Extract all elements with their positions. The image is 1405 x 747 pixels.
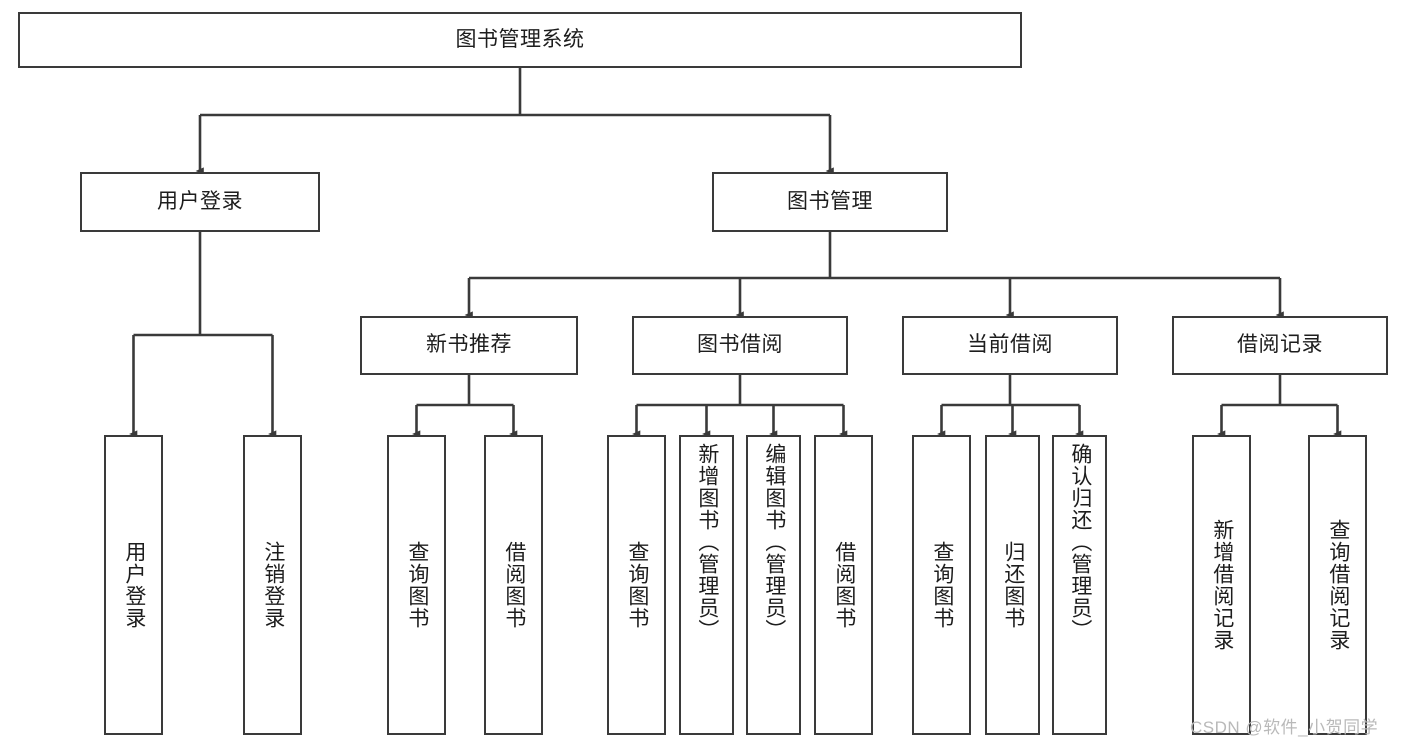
node-label: 新增图书（管理员） [695, 443, 719, 641]
node-label: 查询借阅记录 [1326, 519, 1350, 651]
node-label: 借阅记录 [1237, 333, 1323, 357]
node-leaf-query-book-1[interactable]: 查询图书 [387, 435, 446, 735]
node-root[interactable]: 图书管理系统 [18, 12, 1022, 68]
node-leaf-borrow-book-2[interactable]: 借阅图书 [814, 435, 873, 735]
node-label: 图书管理系统 [455, 27, 585, 51]
node-leaf-edit-book[interactable]: 编辑图书（管理员） [746, 435, 801, 735]
watermark: CSDN @软件_小贺同学 [1190, 718, 1379, 737]
node-label: 确认归还（管理员） [1068, 443, 1092, 641]
node-leaf-borrow-book-1[interactable]: 借阅图书 [484, 435, 543, 735]
node-leaf-query-book-3[interactable]: 查询图书 [912, 435, 971, 735]
node-leaf-add-book[interactable]: 新增图书（管理员） [679, 435, 734, 735]
node-leaf-query-record[interactable]: 查询借阅记录 [1308, 435, 1367, 735]
node-label: 查询图书 [930, 541, 954, 629]
node-book-manage[interactable]: 图书管理 [712, 172, 948, 232]
edge-paths [129, 68, 1342, 438]
node-label: 新增借阅记录 [1210, 519, 1234, 651]
node-label: 图书管理 [787, 189, 873, 213]
node-label: 新书推荐 [426, 333, 512, 357]
node-label: 归还图书 [1001, 541, 1025, 629]
node-label: 用户登录 [157, 189, 243, 213]
node-borrow-record[interactable]: 借阅记录 [1172, 316, 1388, 375]
node-label: 借阅图书 [502, 541, 526, 629]
node-label: 当前借阅 [967, 333, 1053, 357]
node-book-borrow[interactable]: 图书借阅 [632, 316, 848, 375]
node-label: 编辑图书（管理员） [762, 443, 786, 641]
node-leaf-query-book-2[interactable]: 查询图书 [607, 435, 666, 735]
node-new-book-rec[interactable]: 新书推荐 [360, 316, 578, 375]
node-leaf-add-record[interactable]: 新增借阅记录 [1192, 435, 1251, 735]
node-label: 查询图书 [625, 541, 649, 629]
node-leaf-user-login[interactable]: 用户登录 [104, 435, 163, 735]
node-leaf-confirm-return[interactable]: 确认归还（管理员） [1052, 435, 1107, 735]
node-leaf-user-logout[interactable]: 注销登录 [243, 435, 302, 735]
node-leaf-return-book[interactable]: 归还图书 [985, 435, 1040, 735]
node-current-borrow[interactable]: 当前借阅 [902, 316, 1118, 375]
node-label: 用户登录 [122, 541, 146, 629]
node-label: 图书借阅 [697, 333, 783, 357]
node-user-login[interactable]: 用户登录 [80, 172, 320, 232]
node-label: 注销登录 [261, 541, 285, 629]
node-label: 查询图书 [405, 541, 429, 629]
node-label: 借阅图书 [832, 541, 856, 629]
